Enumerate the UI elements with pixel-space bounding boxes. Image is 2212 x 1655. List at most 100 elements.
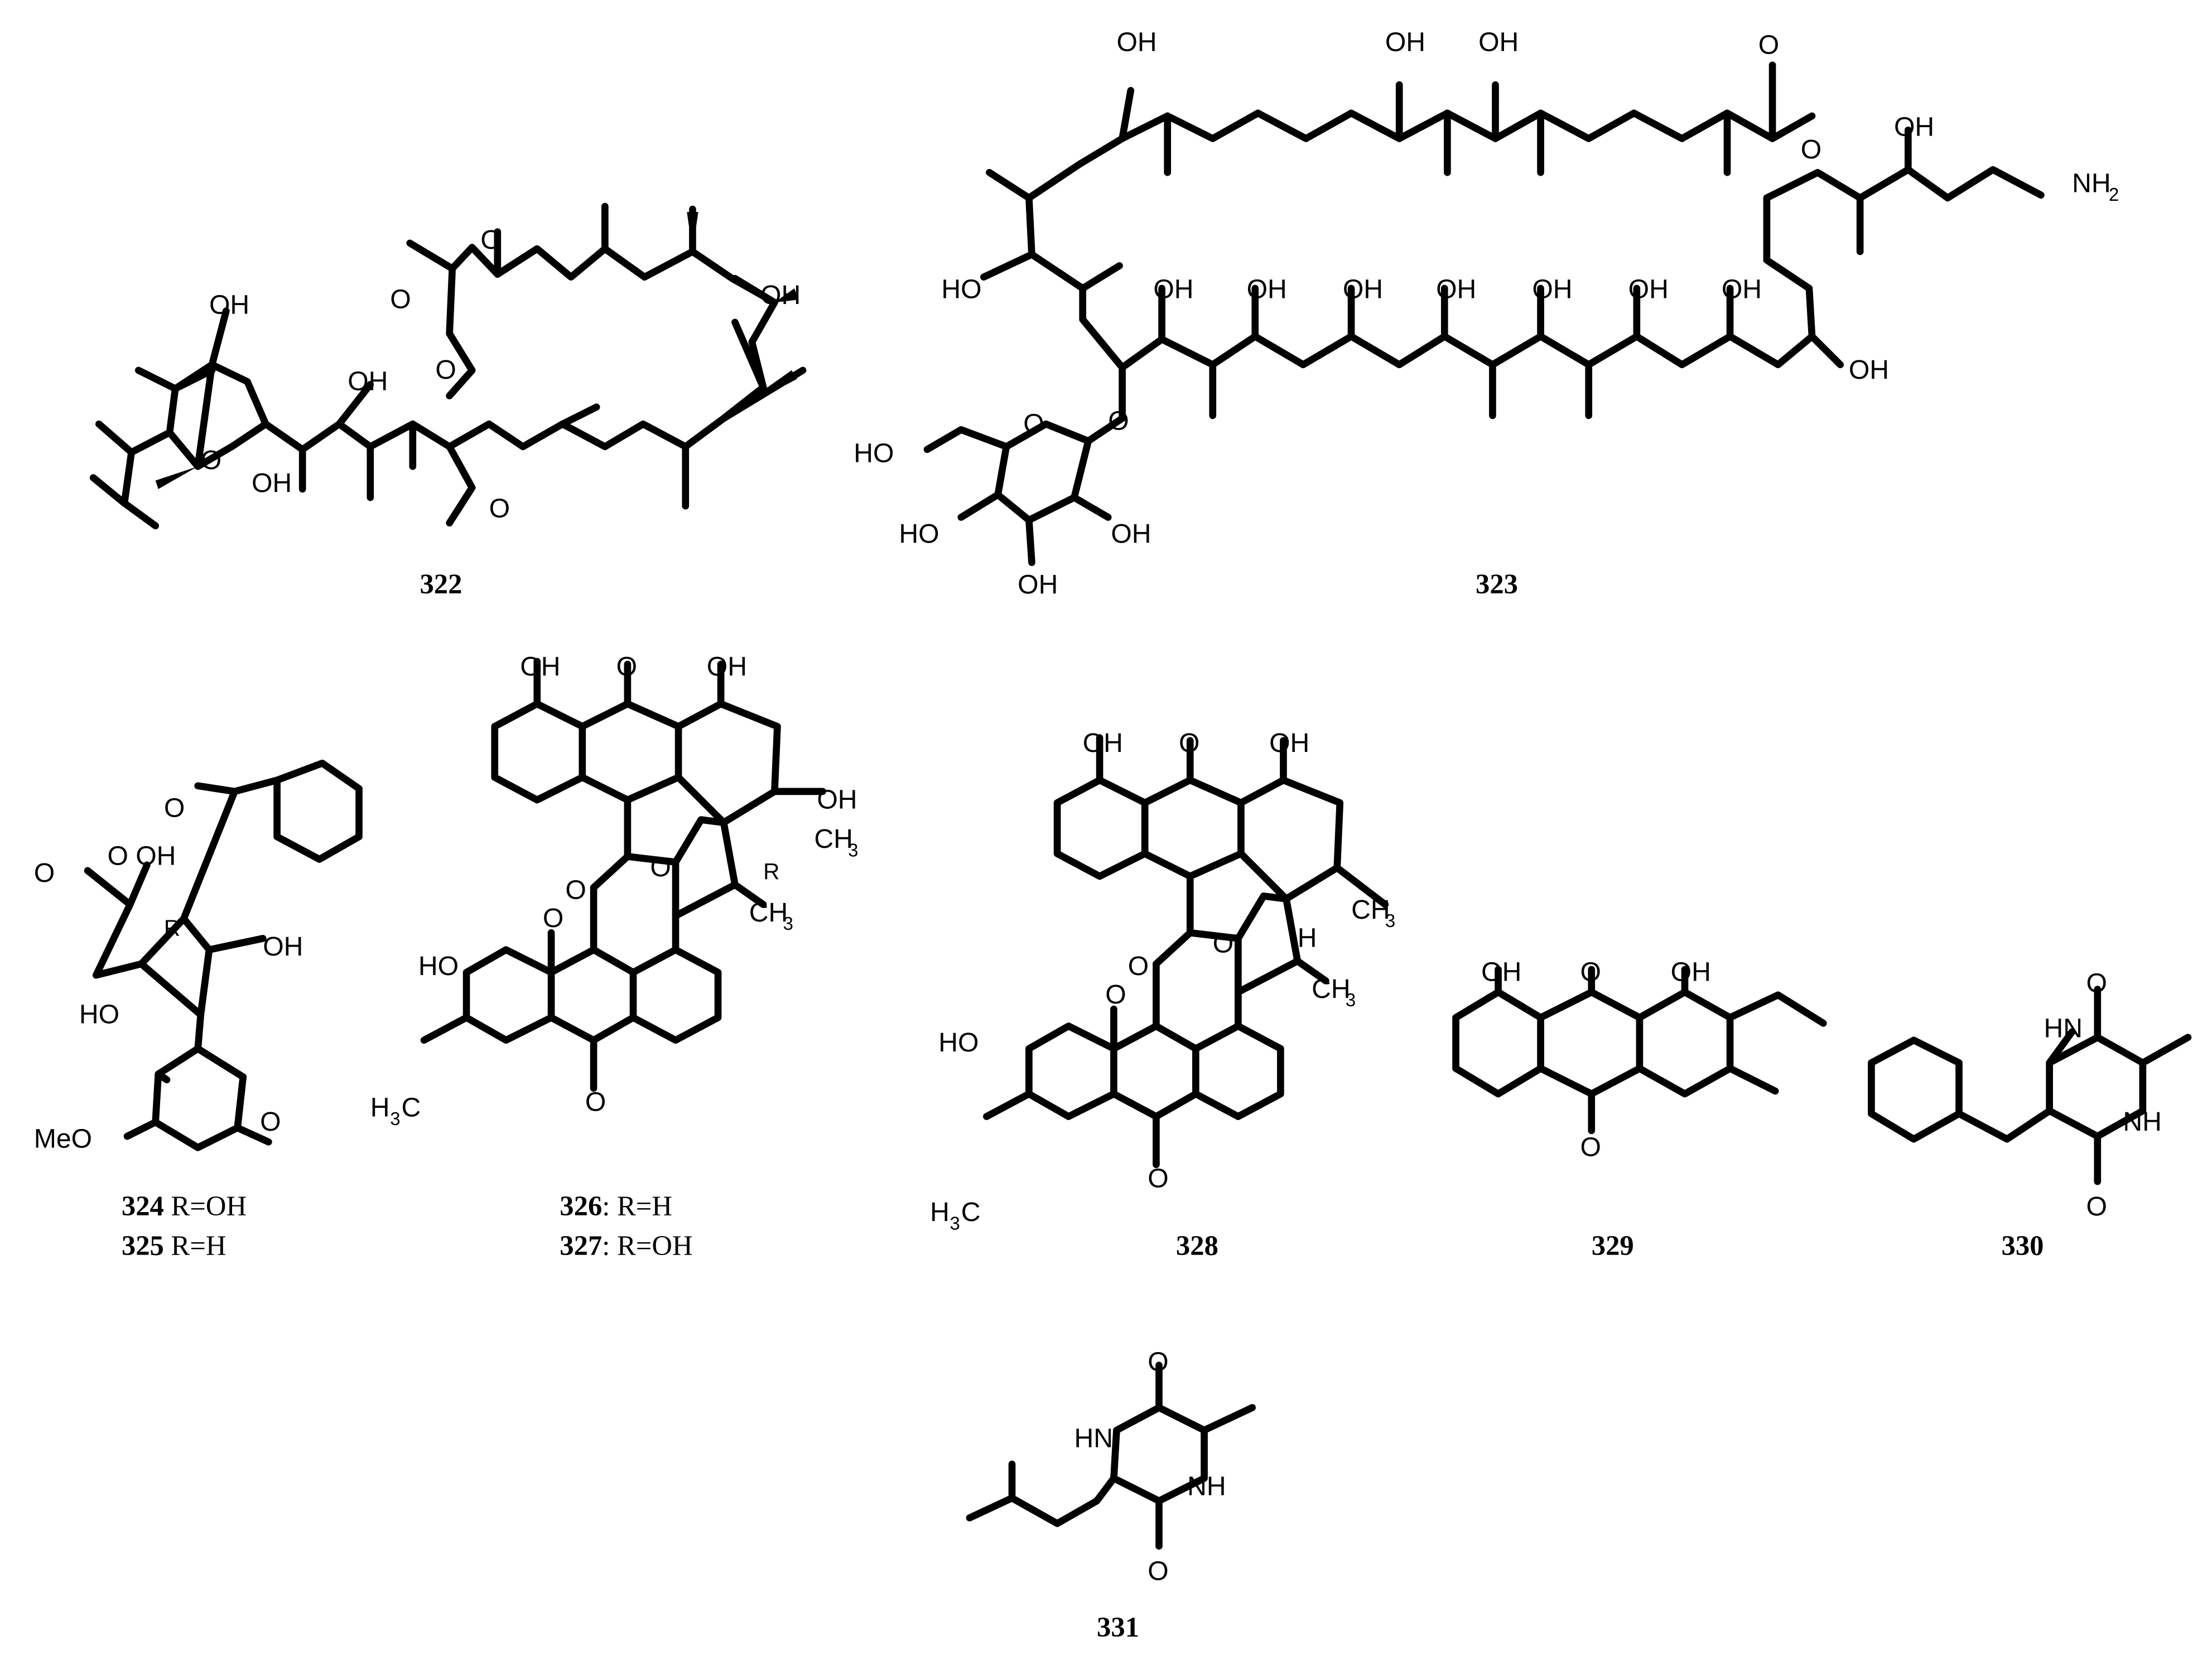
atom-label: OH [348, 366, 388, 396]
atom-label: C [402, 1093, 421, 1123]
atom-label: OH [1083, 728, 1123, 758]
compound-label: 323 [1476, 568, 1518, 600]
atom-label: HO [79, 999, 119, 1029]
atom-label: 3 [848, 839, 858, 860]
compound-label: 328 [1176, 1230, 1218, 1261]
atom-label: OH [1343, 274, 1383, 305]
atom-label: OH [1722, 274, 1762, 305]
atom-label: O [260, 1107, 281, 1137]
atom-label: OH [209, 290, 249, 320]
atom-label: O [1758, 30, 1779, 60]
atom-label: OH [1385, 27, 1425, 57]
atom-label: O [489, 493, 510, 523]
atom-label: O [585, 1087, 606, 1117]
atom-label: H [1298, 923, 1317, 953]
atom-label: HO [941, 274, 981, 305]
compound-331: O HN NH O 331 [966, 1347, 1256, 1643]
compound-label: 331 [1097, 1611, 1139, 1643]
atom-label: NH [1187, 1471, 1226, 1502]
atom-label: R [164, 915, 180, 940]
atom-label: O [390, 284, 411, 314]
compound-label: 330 [2002, 1230, 2044, 1261]
atom-label: O [108, 841, 128, 871]
atom-label: OH [520, 652, 560, 682]
atom-label: HN [2044, 1014, 2083, 1044]
atom-label: O [435, 355, 456, 385]
atom-label: H [370, 1093, 390, 1123]
atom-label: O [1108, 406, 1129, 436]
atom-label: OH [817, 784, 857, 814]
atom-label: 2 [2109, 184, 2119, 205]
atom-label: HN [1074, 1423, 1113, 1453]
atom-label: OH [760, 280, 801, 310]
compound-label-326: 326: R=H [560, 1190, 672, 1222]
atom-label: OH [1117, 27, 1157, 57]
atom-label: OH [1247, 274, 1287, 305]
atom-label: OH [1111, 519, 1151, 549]
atom-label: O [1128, 951, 1149, 981]
atom-label: CH [1351, 895, 1390, 925]
atom-label: OH [1436, 274, 1476, 305]
atom-label: OH [1018, 570, 1058, 600]
atom-label: O [565, 875, 586, 905]
atom-label: OH [263, 932, 303, 962]
atom-label: O [1148, 1163, 1168, 1193]
atom-label: O [1179, 728, 1199, 758]
atom-label: OH [1153, 274, 1193, 305]
atom-label: OH [1532, 274, 1572, 305]
compound-label: 322 [420, 568, 462, 600]
atom-label: O [1105, 980, 1126, 1010]
atom-label: O [2086, 968, 2107, 998]
atom-label: NH [2123, 1107, 2162, 1137]
atom-label: OH [1894, 112, 1934, 142]
atom-label: OH [136, 841, 176, 871]
atom-label: H [930, 1197, 950, 1227]
atom-label: OH [1671, 957, 1711, 987]
compound-label-327: 327: R=OH [560, 1230, 692, 1261]
compound-323: OH OH OH OH NH 2 HO OH OH OH OH OH OH OH… [854, 27, 2119, 600]
atom-label: HO [418, 951, 459, 981]
atom-label: NH [2072, 168, 2111, 199]
atom-label: 3 [783, 913, 793, 934]
compound-label-324: 324 R=OH [122, 1190, 247, 1222]
atom-label: R [763, 858, 779, 884]
compound-label: 329 [1592, 1230, 1634, 1261]
atom-label: C [961, 1197, 981, 1227]
compound-330: O HN NH O 330 [1868, 968, 2192, 1261]
atom-label: HO [899, 519, 939, 549]
atom-label: OH [1269, 728, 1309, 758]
atom-label: O [1148, 1347, 1168, 1377]
atom-label: CH [1312, 974, 1351, 1004]
atom-label: CH [749, 898, 788, 928]
atom-label: O [2086, 1191, 2107, 1222]
atom-label: O [616, 652, 637, 682]
atom-label: O [1213, 929, 1233, 959]
atom-label: O [650, 852, 671, 882]
atom-label: O [543, 903, 563, 933]
atom-label: 3 [1385, 910, 1395, 931]
atom-label: OH [1481, 957, 1521, 987]
compound-329: OH O OH O 329 [1452, 957, 1827, 1261]
atom-label: O [1580, 1132, 1601, 1162]
atom-label: MeO [34, 1123, 92, 1154]
atom-label: 3 [390, 1108, 400, 1129]
atom-label: OH [1849, 355, 1889, 385]
compound-326-327: OH O OH OH CH 3 R O O CH 3 O HO O H 3 C … [370, 652, 859, 1261]
atom-label: O [1023, 408, 1044, 438]
atom-label: O [480, 225, 501, 255]
atom-label: OH [1628, 274, 1669, 305]
compound-324-325: O O O OH R OH HO O MeO 324 R=OH 325 R=H [34, 759, 363, 1261]
atom-label: CH [814, 824, 853, 854]
atom-label: O [201, 445, 221, 475]
atom-label: O [1801, 134, 1821, 165]
atom-label: O [1580, 957, 1601, 987]
atom-label: OH [1478, 27, 1519, 57]
atom-label: HO [854, 438, 894, 469]
compound-322: OH OH OH OH O O O O O 322 [89, 202, 807, 600]
atom-label: O [34, 858, 55, 888]
atom-label: HO [938, 1027, 979, 1058]
compound-328: OH O OH CH 3 H O O CH 3 O HO O H 3 C 328 [930, 728, 1395, 1261]
atom-label: 3 [1346, 990, 1356, 1010]
atom-label: 3 [950, 1213, 960, 1233]
